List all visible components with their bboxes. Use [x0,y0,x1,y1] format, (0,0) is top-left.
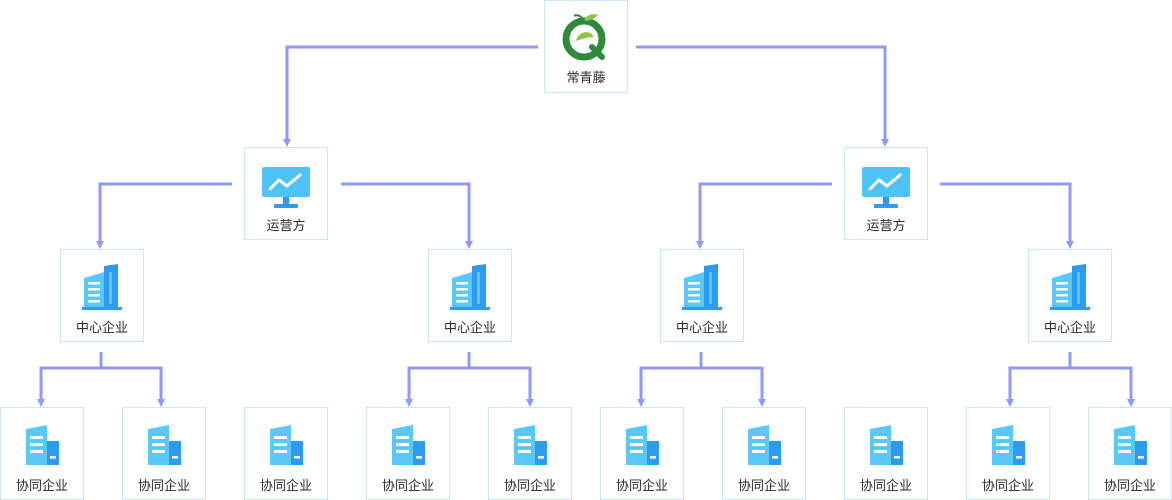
partner-enterprise-label: 协同企业 [137,479,190,494]
office-building-icon [26,425,59,465]
building-icon [450,264,490,310]
partner-enterprise-node[interactable]: 协同企业 [966,407,1050,500]
monitor-chart-icon [862,167,910,208]
monitor-chart-icon [262,167,310,208]
center-enterprise-node[interactable]: 中心企业 [428,249,512,342]
partner-enterprise-node[interactable]: 协同企业 [1088,407,1172,500]
office-building-icon [392,425,425,465]
building-icon [682,264,722,310]
connector-center3-right [701,366,766,407]
connector-op2-center4 [940,182,1074,249]
partner-enterprise-label: 协同企业 [737,479,790,494]
center-enterprise-node[interactable]: 中心企业 [60,249,144,342]
connector-op2-center3 [696,182,832,249]
partner-enterprise-node[interactable]: 协同企业 [244,407,328,500]
connector-center4-right [1070,366,1135,407]
office-building-icon [870,425,903,465]
connector-root-op2 [636,45,889,147]
connector-root-op1 [283,45,538,147]
connector-center2-right [469,366,534,407]
office-building-icon [992,425,1025,465]
operator-label: 运营方 [266,219,306,234]
partner-enterprise-node[interactable]: 协同企业 [488,407,572,500]
connector-center1-left [37,366,101,407]
center-enterprise-label: 中心企业 [1043,321,1096,336]
partner-enterprise-node[interactable]: 协同企业 [844,407,928,500]
partner-enterprise-node[interactable]: 协同企业 [722,407,806,500]
connector-center4-left [1006,366,1070,407]
operator-node[interactable]: 运营方 [244,147,328,240]
office-building-icon [148,425,181,465]
center-enterprise-label: 中心企业 [443,321,496,336]
center-enterprise-label: 中心企业 [75,321,128,336]
partner-enterprise-label: 协同企业 [503,479,556,494]
partner-enterprise-label: 协同企业 [981,479,1034,494]
root-label: 常青藤 [566,71,606,86]
office-building-icon [514,425,547,465]
partner-enterprise-label: 协同企业 [615,479,668,494]
connector-center2-left [405,366,469,407]
building-icon [1050,264,1090,310]
partner-enterprise-label: 协同企业 [381,479,434,494]
office-building-icon [626,425,659,465]
connector-center3-left [637,366,701,407]
partner-enterprise-node[interactable]: 协同企业 [122,407,206,500]
partner-enterprise-node[interactable]: 协同企业 [0,407,84,500]
center-enterprise-label: 中心企业 [675,321,728,336]
partner-enterprise-label: 协同企业 [1103,479,1156,494]
connector-center1-right [101,366,165,407]
office-building-icon [748,425,781,465]
ivy-logo-icon [562,14,606,61]
partner-enterprise-node[interactable]: 协同企业 [600,407,684,500]
partner-enterprise-label: 协同企业 [259,479,312,494]
center-enterprise-node[interactable]: 中心企业 [660,249,744,342]
office-building-icon [1114,425,1147,465]
connector-op1-center1 [96,182,232,249]
partner-enterprise-label: 协同企业 [15,479,68,494]
operator-label: 运营方 [866,219,906,234]
partner-enterprise-label: 协同企业 [859,479,912,494]
operator-node[interactable]: 运营方 [844,147,928,240]
building-icon [82,264,122,310]
center-enterprise-node[interactable]: 中心企业 [1028,249,1112,342]
root-node[interactable]: 常青藤 [544,0,628,93]
partner-enterprise-node[interactable]: 协同企业 [366,407,450,500]
connector-op1-center2 [341,182,473,249]
office-building-icon [270,425,303,465]
